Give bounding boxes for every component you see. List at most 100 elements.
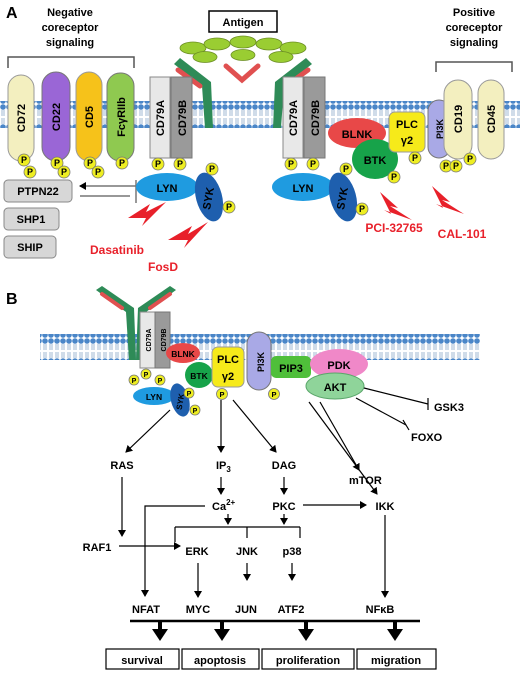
p-ball: P: [449, 159, 463, 173]
svg-text:P: P: [27, 167, 33, 177]
antigen-label: Antigen: [223, 17, 264, 29]
node-pkc: PKC: [272, 501, 295, 513]
plcg2-a: PLC γ2: [388, 111, 426, 153]
svg-text:PI3K: PI3K: [435, 118, 445, 139]
svg-text:P: P: [119, 158, 125, 168]
svg-text:CD79B: CD79B: [177, 100, 189, 136]
svg-text:Positive: Positive: [453, 7, 495, 19]
svg-text:P: P: [54, 158, 60, 168]
syk-b: SYK: [170, 383, 190, 417]
svg-text:PIP3: PIP3: [279, 363, 303, 375]
p-ball: P: [23, 165, 37, 179]
svg-text:P: P: [310, 159, 316, 169]
svg-text:P: P: [467, 154, 473, 164]
svg-text:P: P: [155, 159, 161, 169]
pdk: PDK: [310, 349, 368, 379]
coreceptor-cd5: CD5: [75, 71, 103, 162]
svg-text:SHP1: SHP1: [17, 214, 46, 226]
svg-text:PI3K: PI3K: [256, 351, 266, 372]
svg-text:SYK: SYK: [175, 392, 187, 410]
syk-right: SYK: [328, 172, 358, 222]
p-ball: P: [189, 404, 201, 416]
svg-text:FcγRIIb: FcγRIIb: [116, 97, 128, 137]
svg-text:CD79A: CD79A: [146, 329, 153, 352]
p-ball: P: [306, 157, 320, 171]
negative-coreceptor-title: Negative coreceptor signaling: [7, 7, 135, 68]
btk-a: BTK: [352, 139, 398, 179]
node-atf2: ATF2: [278, 604, 305, 616]
svg-text:SYK: SYK: [201, 186, 217, 210]
outcome-connector: [130, 619, 420, 641]
p-ball: P: [268, 388, 280, 400]
svg-text:P: P: [193, 408, 198, 415]
svg-text:P: P: [271, 390, 276, 399]
p-ball: P: [57, 165, 71, 179]
p-ball: P: [339, 162, 353, 176]
svg-text:P: P: [87, 158, 93, 168]
akt: AKT: [305, 372, 365, 400]
svg-text:P: P: [132, 378, 137, 385]
node-gsk3: GSK3: [434, 402, 464, 414]
inhibitor-fosd: FosD: [148, 260, 178, 274]
svg-text:AKT: AKT: [324, 382, 347, 394]
panel-b-letter: B: [6, 291, 18, 308]
node-foxo: FOXO: [411, 432, 443, 444]
svg-text:coreceptor: coreceptor: [42, 22, 100, 34]
lightning-icon: [432, 186, 464, 214]
svg-text:P: P: [453, 161, 459, 171]
svg-text:coreceptor: coreceptor: [446, 22, 504, 34]
node-nfat: NFAT: [132, 604, 160, 616]
p-ball: P: [128, 374, 140, 386]
neg-bracket: [7, 56, 135, 68]
node-ip3: IP3: [216, 460, 231, 474]
pi3k-b: PI3K: [246, 331, 272, 391]
p-ball: P: [91, 165, 105, 179]
cd79a-right: CD79A: [282, 76, 304, 159]
p-ball: P: [154, 374, 166, 386]
phosphatase-ship: SHIP: [3, 235, 57, 259]
p-ball: P: [408, 151, 422, 165]
plcg2-b: PLC γ2: [211, 346, 245, 388]
svg-text:P: P: [359, 204, 365, 214]
svg-text:P: P: [61, 167, 67, 177]
p-ball: P: [17, 153, 31, 167]
coreceptor-cd19: CD19: [443, 79, 473, 160]
svg-text:P: P: [443, 161, 449, 171]
svg-text:migration: migration: [371, 655, 421, 667]
syk-left: SYK: [194, 172, 224, 222]
svg-text:BLNK: BLNK: [342, 129, 373, 141]
lightning-icon: [168, 222, 208, 248]
phosphatase-shp1: SHP1: [3, 207, 60, 231]
node-jun: JUN: [235, 604, 257, 616]
svg-text:CD79A: CD79A: [288, 100, 300, 136]
phospho-sites-negative: P P P P P P P: [17, 153, 129, 179]
svg-text:CD79B: CD79B: [310, 100, 322, 136]
svg-text:P: P: [391, 172, 397, 182]
p-ball: P: [216, 388, 228, 400]
bcr-receptor-a: [174, 58, 312, 128]
node-myc: MYC: [186, 604, 211, 616]
svg-text:SYK: SYK: [335, 186, 351, 210]
outcome-proliferation: proliferation: [261, 648, 355, 670]
pip3: PIP3: [271, 356, 311, 378]
svg-text:P: P: [95, 167, 101, 177]
panel-a-letter: A: [6, 5, 18, 22]
svg-text:P: P: [288, 159, 294, 169]
lyn-b: LYN: [133, 387, 175, 405]
pathway-edges: [118, 399, 389, 598]
svg-text:CD79A: CD79A: [155, 100, 167, 136]
cd79a-left: CD79A: [149, 76, 171, 159]
coreceptor-cd72: CD72: [7, 74, 35, 162]
svg-text:P: P: [144, 372, 149, 379]
node-ikk: IKK: [376, 501, 395, 513]
blnk-b: BLNK: [166, 343, 200, 363]
cd79b-b: CD79B: [154, 311, 171, 369]
svg-text:CD22: CD22: [51, 103, 63, 131]
svg-text:LYN: LYN: [293, 183, 314, 195]
svg-text:γ2: γ2: [222, 371, 234, 383]
svg-text:signaling: signaling: [450, 37, 498, 49]
p-ball: P: [183, 387, 195, 399]
lyn-right: LYN: [272, 173, 334, 201]
p-ball: P: [284, 157, 298, 171]
node-erk: ERK: [185, 546, 208, 558]
